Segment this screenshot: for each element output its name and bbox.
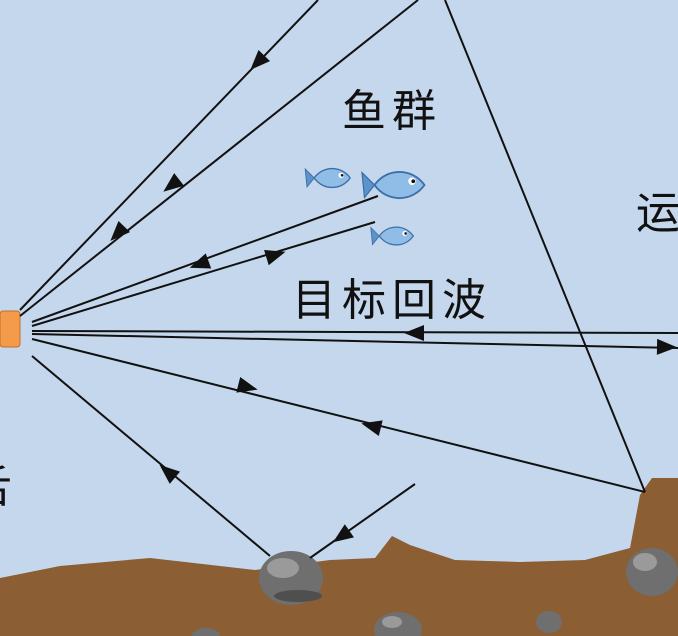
ray-horizontal-1 [31, 330, 678, 334]
rock-icon [192, 628, 220, 636]
arrow-head [189, 253, 212, 269]
ray-reflect-top-to-bottom [444, 0, 646, 493]
ray-horizontal-2 [31, 333, 678, 349]
rock-icon [626, 548, 678, 596]
rock-icon [374, 612, 422, 636]
right-edge-label: 运 [636, 188, 678, 239]
target-echo-label: 目标回波 [292, 275, 492, 326]
sonar-rays [19, 0, 678, 559]
ray-upper-2 [19, 0, 419, 317]
arrow-head [656, 338, 677, 355]
arrow-head [250, 49, 271, 70]
fish-icon [304, 167, 352, 189]
arrow-head [236, 377, 258, 393]
rock-icon [259, 551, 323, 605]
arrow-head [361, 420, 383, 436]
ray-to-fish-2 [31, 221, 376, 327]
seabed [0, 478, 678, 636]
arrow-head [264, 249, 286, 266]
arrow-head [163, 173, 185, 192]
arrow-head [332, 524, 354, 543]
rock-icon [536, 611, 562, 633]
ray-steep-to-rock [31, 355, 271, 557]
ray-from-rock [309, 483, 416, 559]
ray-to-seabed [31, 338, 646, 493]
sonar-transducer-icon [0, 310, 21, 348]
arrow-head [159, 464, 181, 484]
fish-icon [370, 226, 415, 246]
arrow-head [404, 325, 424, 341]
ray-arrows [110, 49, 677, 543]
fish-school-label: 鱼群 [342, 86, 442, 137]
ray-upper-1 [19, 0, 319, 311]
arrow-head [110, 220, 131, 241]
fish-icon [361, 170, 426, 200]
left-edge-label: 舌 [0, 462, 12, 513]
